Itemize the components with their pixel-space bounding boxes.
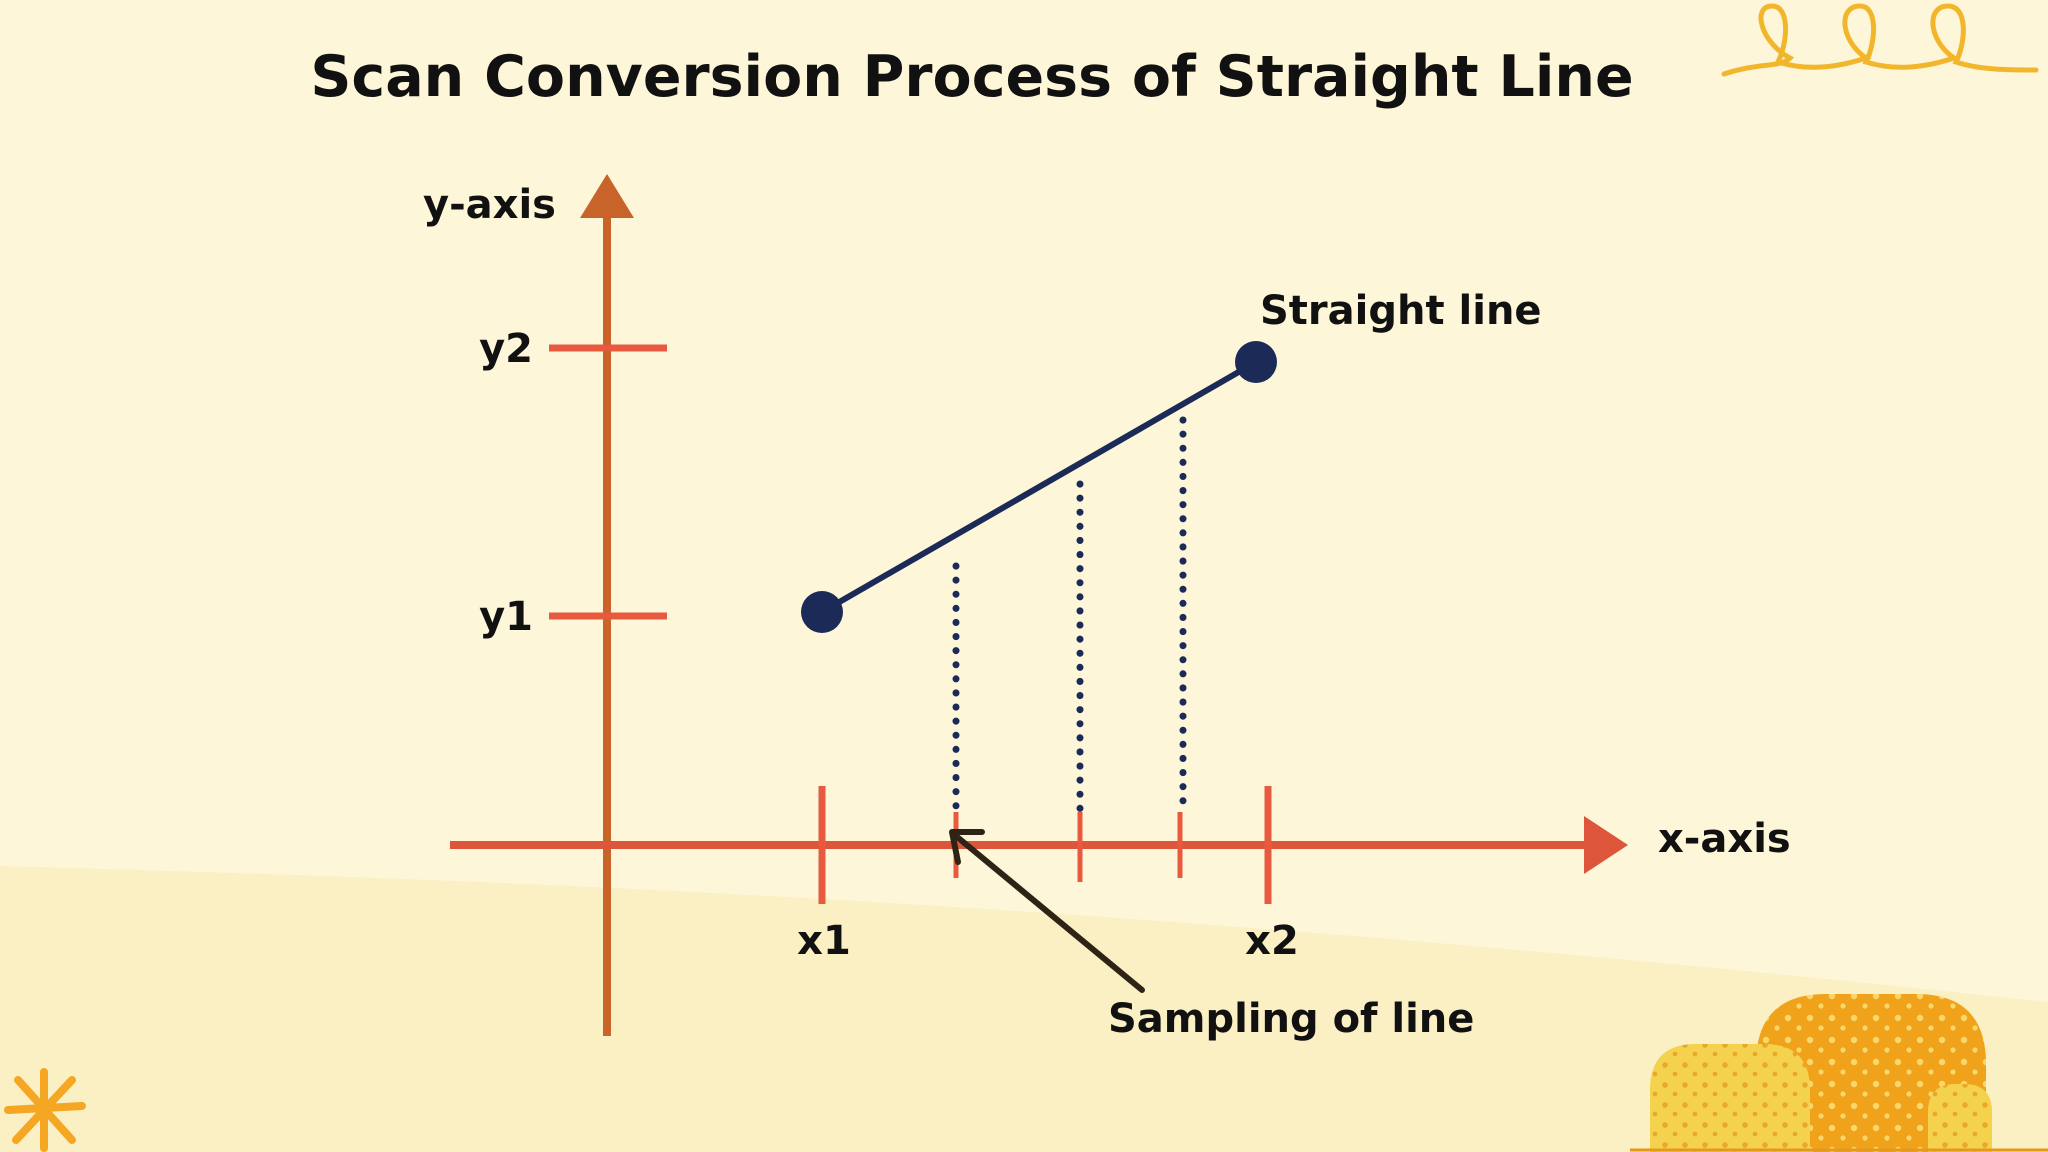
y-axis-arrowhead bbox=[580, 174, 634, 218]
straight-line-label: Straight line bbox=[1260, 288, 1542, 334]
x2-label: x2 bbox=[1245, 918, 1299, 964]
sampling-label: Sampling of line bbox=[1108, 996, 1474, 1042]
squiggle-decoration bbox=[1721, 3, 2039, 77]
straight-line-segment bbox=[820, 359, 1258, 615]
y-axis-label: y-axis bbox=[423, 182, 556, 228]
x-axis-label: x-axis bbox=[1658, 816, 1791, 862]
sampling-pointer-arrowhead bbox=[949, 829, 985, 865]
y1-label: y1 bbox=[479, 594, 533, 640]
bush-decoration bbox=[1630, 994, 2048, 1152]
background-wave bbox=[0, 866, 2048, 1152]
x-axis-arrowhead bbox=[1584, 816, 1628, 874]
diagram-title: Scan Conversion Process of Straight Line bbox=[310, 44, 1633, 110]
sampling-pointer-arrow bbox=[953, 833, 1145, 993]
star-decoration bbox=[4, 1068, 86, 1152]
x1-label: x1 bbox=[797, 918, 851, 964]
end-point bbox=[1235, 341, 1277, 383]
y2-label: y2 bbox=[479, 326, 533, 372]
start-point bbox=[801, 591, 843, 633]
